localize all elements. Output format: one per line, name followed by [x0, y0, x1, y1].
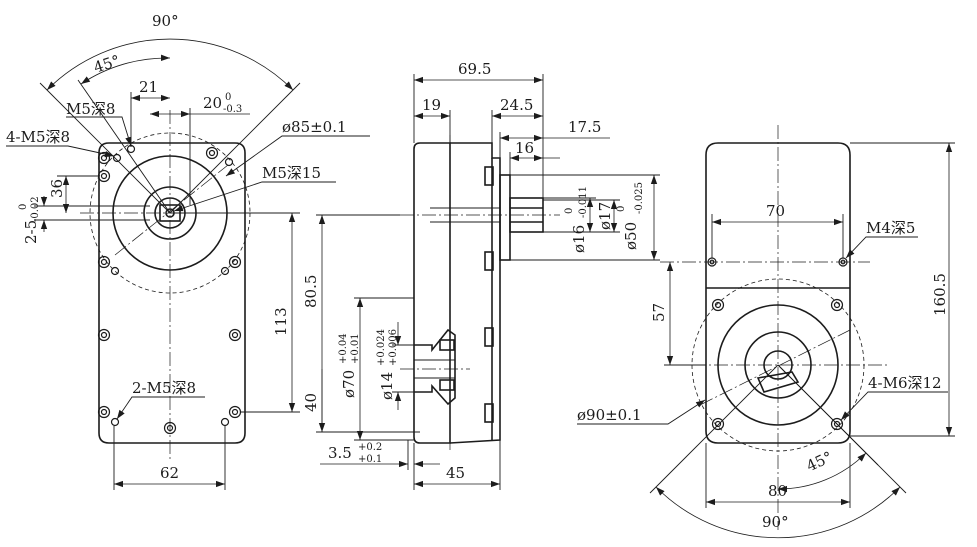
side-dim-16-label: 16 — [515, 139, 534, 157]
side-dim-3-5-label: 3.5 — [328, 444, 352, 462]
side-dim-dia14-tol-upper: +0.024 — [376, 329, 387, 366]
side-dim-3-5-tol-upper: +0.2 — [358, 442, 382, 453]
front-dim-20-label: 20 — [203, 94, 222, 112]
front-dim-21-label: 21 — [139, 78, 158, 96]
front-dim-62-label: 62 — [160, 464, 179, 482]
front-label-2m5-depth8: 2-M5深8 — [132, 379, 196, 397]
side-dim-dia16-tol-lower: -0.011 — [578, 186, 589, 218]
front-label-m5-depth15: M5深15 — [262, 164, 321, 182]
side-dim-dia16-label: ø16 — [570, 225, 588, 253]
rear-angle-90-label: 90° — [762, 513, 789, 531]
side-dim-dia50-label: ø50 — [622, 222, 640, 250]
rear-housing-outline — [705, 142, 851, 444]
front-housing-outline — [98, 142, 246, 444]
front-dim-113-label: 113 — [272, 307, 290, 336]
front-dim-2-5-tol-lower: -0.02 — [30, 196, 41, 222]
front-dim-2-5-label: 2-5 — [22, 220, 40, 244]
front-angle-90-arc — [46, 38, 294, 91]
side-dim-dia50-tol-upper: 0 — [616, 206, 627, 212]
rear-label-4m6-depth12: 4-M6深12 — [868, 374, 942, 392]
rear-dim-70-label: 70 — [766, 202, 785, 220]
side-dim-24-5-label: 24.5 — [500, 96, 533, 114]
front-view: 90° 45° 21 20 0 -0.3 M5深8 4-M5深8 36 2-5 … — [6, 12, 370, 490]
rear-angle-45-label: 45° — [804, 448, 836, 476]
side-view: 69.5 19 24.5 17.5 16 ø16 0 -0.011 ø17 ø5… — [302, 60, 660, 490]
front-bolt-holes — [97, 144, 242, 435]
front-dim-20-tol-upper: 0 — [225, 92, 231, 103]
front-label-dia85: ø85±0.1 — [282, 118, 347, 136]
front-label-m5-depth8: M5深8 — [66, 100, 115, 118]
rear-dim-80-label: 80 — [768, 482, 787, 500]
rear-bolt-holes — [707, 257, 848, 431]
rear-dim-57-label: 57 — [650, 303, 668, 322]
front-diag-line — [114, 164, 229, 256]
side-dim-dia70-tol-lower: +0.01 — [350, 333, 361, 364]
side-gearbox-outline — [449, 142, 501, 444]
side-dim-dia50-tol-lower: -0.025 — [634, 182, 645, 214]
rear-label-m4-depth5: M4深5 — [866, 219, 915, 237]
rear-dim-160-5-label: 160.5 — [931, 273, 949, 316]
front-dim-2-5-tol-upper: 0 — [18, 204, 29, 210]
side-dim-dia70-label: ø70 — [340, 370, 358, 398]
side-dim-dia70-tol-upper: +0.04 — [338, 333, 349, 364]
rear-label-dia90: ø90±0.1 — [577, 406, 642, 424]
side-dim-17-5-label: 17.5 — [568, 118, 601, 136]
side-housing-outline — [413, 142, 451, 444]
side-flange — [499, 174, 511, 261]
side-dim-40-label: 40 — [302, 393, 320, 412]
front-angle-45-arc — [80, 54, 171, 85]
side-dim-dia16-tol-upper: 0 — [564, 208, 575, 214]
side-dim-3-5-tol-lower: +0.1 — [358, 454, 382, 465]
front-dim-36-label: 36 — [48, 179, 66, 198]
side-dim-45-label: 45 — [446, 464, 465, 482]
side-dim-69-5-label: 69.5 — [458, 60, 491, 78]
rear-angle-90-arc — [655, 486, 901, 539]
front-label-4m5-depth8: 4-M5深8 — [6, 128, 70, 146]
front-dim-20-tol-lower: -0.3 — [223, 104, 242, 115]
side-input-bore — [414, 328, 456, 406]
front-angle-90-label: 90° — [152, 12, 179, 30]
side-dim-dia14-tol-lower: +0.006 — [388, 329, 399, 366]
side-dim-80-5-label: 80.5 — [302, 275, 320, 308]
side-dim-dia17-label: ø17 — [596, 202, 614, 230]
side-dim-19-label: 19 — [422, 96, 441, 114]
side-dim-dia14-label: ø14 — [378, 372, 396, 400]
